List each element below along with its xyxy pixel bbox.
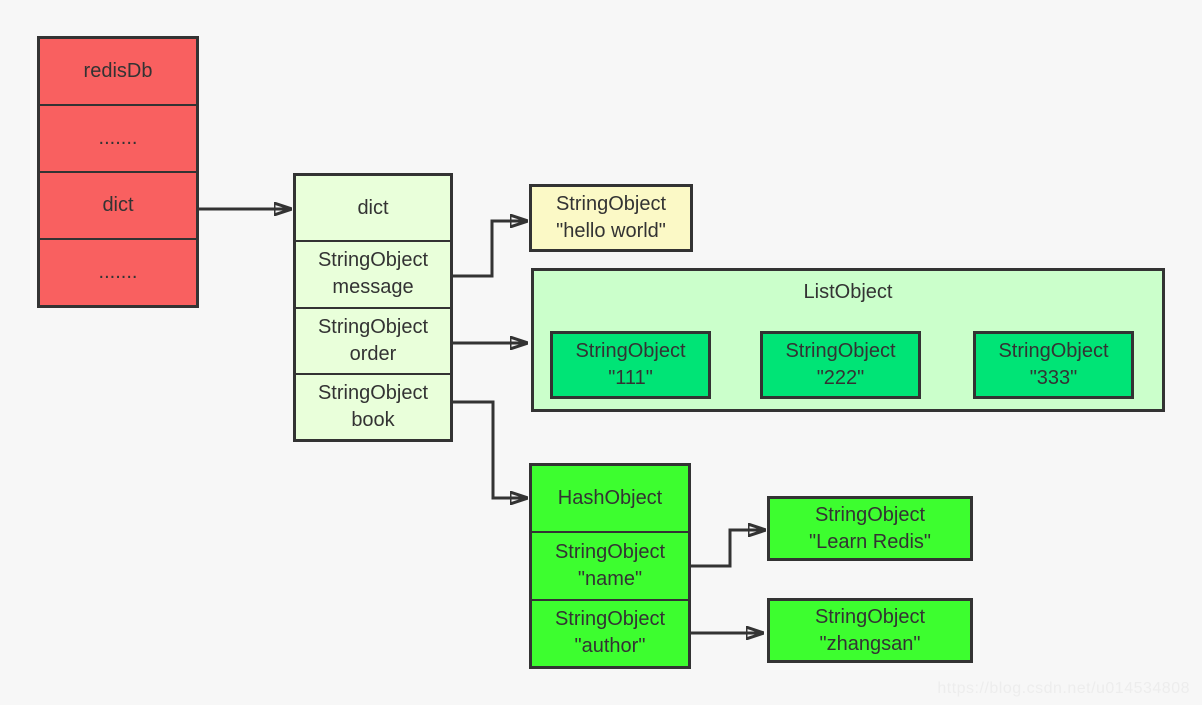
hash-object-table: HashObject StringObject "name" StringObj…	[529, 463, 691, 669]
redisdb-table: redisDb ....... dict .......	[37, 36, 199, 308]
arrow-name-to-learn-redis	[691, 530, 765, 568]
list-item-333-type: StringObject	[998, 340, 1109, 362]
dict-key-message-value: message	[332, 276, 414, 299]
list-item-222-type: StringObject	[785, 340, 896, 362]
hash-field-author-cell: StringObject "author"	[532, 598, 688, 666]
arrow-message-to-hello-world	[453, 221, 527, 278]
hash-title-cell: HashObject	[532, 466, 688, 531]
redisdb-dict-cell: dict	[40, 171, 196, 238]
list-item-111: StringObject "111"	[550, 331, 711, 399]
zhangsan-value: "zhangsan"	[819, 632, 921, 655]
dict-key-order-type: StringObject	[317, 315, 429, 338]
hash-title-label: HashObject	[557, 487, 663, 510]
dict-key-order-cell: StringObject order	[296, 306, 450, 373]
list-item-111-value: "111"	[608, 367, 653, 389]
dict-key-book-type: StringObject	[317, 381, 429, 404]
redisdb-ellipsis-cell-bottom: .......	[40, 238, 196, 305]
redisdb-dict-label: dict	[102, 194, 134, 216]
list-item-111-type: StringObject	[575, 340, 686, 362]
dict-key-order-value: order	[349, 342, 397, 365]
list-object-container: ListObject StringObject "111" StringObje…	[531, 268, 1165, 412]
learn-redis-type: StringObject	[814, 503, 926, 526]
dict-key-message-cell: StringObject message	[296, 240, 450, 306]
string-object-learn-redis-box: StringObject "Learn Redis"	[767, 496, 973, 561]
list-item-333: StringObject "333"	[973, 331, 1134, 399]
watermark-url: https://blog.csdn.net/u014534808	[937, 680, 1190, 697]
dict-key-message-type: StringObject	[317, 249, 429, 272]
list-item-222: StringObject "222"	[760, 331, 921, 399]
dict-title-label: dict	[357, 196, 389, 219]
redisdb-ellipsis-label-bottom: .......	[98, 261, 138, 283]
hash-field-name-type: StringObject	[554, 540, 666, 563]
dict-table: dict StringObject message StringObject o…	[293, 173, 453, 442]
hello-world-value: "hello world"	[556, 220, 666, 242]
hash-field-name-cell: StringObject "name"	[532, 531, 688, 598]
hello-world-type: StringObject	[555, 193, 667, 215]
string-object-zhangsan-box: StringObject "zhangsan"	[767, 598, 973, 663]
learn-redis-value: "Learn Redis"	[808, 530, 932, 553]
arrow-book-to-hash-object	[453, 400, 527, 498]
hash-field-name-value: "name"	[577, 567, 643, 590]
redisdb-title-cell: redisDb	[40, 39, 196, 104]
dict-title-cell: dict	[296, 176, 450, 240]
hash-field-author-type: StringObject	[554, 608, 666, 631]
hash-field-author-value: "author"	[574, 635, 646, 658]
list-item-333-value: "333"	[1029, 367, 1078, 389]
redisdb-title-label: redisDb	[83, 60, 153, 82]
string-object-hello-world-box: StringObject "hello world"	[529, 184, 693, 252]
list-object-title: ListObject	[803, 281, 893, 303]
dict-key-book-value: book	[351, 408, 395, 431]
zhangsan-type: StringObject	[814, 605, 926, 628]
list-item-222-value: "222"	[816, 367, 865, 389]
dict-key-book-cell: StringObject book	[296, 372, 450, 439]
redisdb-ellipsis-cell-top: .......	[40, 104, 196, 171]
redisdb-ellipsis-label-top: .......	[98, 127, 138, 149]
